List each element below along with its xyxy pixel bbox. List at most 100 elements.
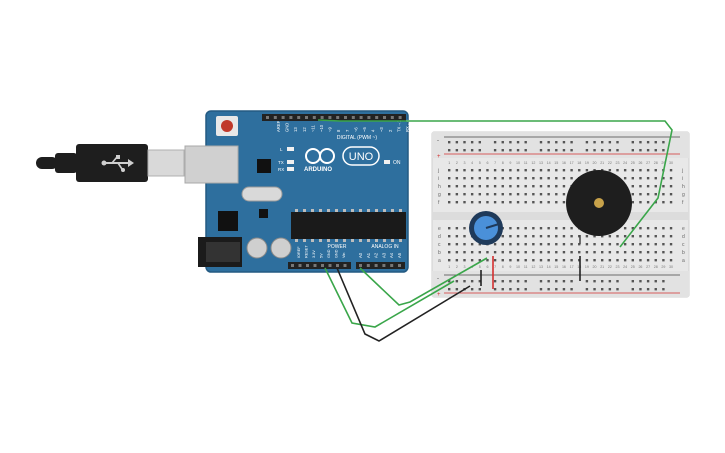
column-number: 6 [486,161,488,165]
header-hole [336,264,339,267]
rail-hole [562,141,566,144]
row-letter: b [438,250,441,256]
terminal-hole [463,201,466,204]
column-number: 21 [600,265,604,269]
terminal-hole [547,169,550,172]
column-number: 20 [593,161,597,165]
header-hole [305,116,308,119]
terminal-hole [478,243,481,246]
header-hole [367,116,371,119]
terminal-hole [631,193,634,196]
terminal-hole [646,251,650,254]
ic-pin [327,209,330,212]
analog-pin-label: A3 [381,252,386,258]
wire-green-5v-to-rail[interactable] [324,267,455,328]
terminal-hole [669,193,673,196]
terminal-hole [486,177,489,180]
terminal-hole [608,169,612,172]
rail-hole [562,288,566,291]
rail-hole [639,280,642,283]
digital-pin-header[interactable] [262,114,406,121]
terminal-hole [570,259,573,262]
usb-controller-chip [257,159,271,173]
usb-cable[interactable] [36,144,185,182]
capacitor-2 [270,237,292,259]
terminal-hole [562,193,566,196]
terminal-hole [486,169,489,172]
terminal-hole [555,185,558,188]
column-number: 11 [524,161,528,165]
terminal-hole [448,177,451,180]
terminal-hole [669,259,673,262]
terminal-hole [470,193,474,196]
rail-hole [646,280,650,283]
terminal-hole [639,227,642,230]
header-hole [398,264,401,267]
terminal-hole [631,177,634,180]
header-hole [382,264,386,267]
terminal-hole [486,259,489,262]
reset-button[interactable] [221,120,233,132]
small-smd-chip [259,209,268,218]
terminal-hole [547,201,550,204]
rail-hole [470,280,474,283]
usb-cable-strain-relief [36,157,58,169]
column-number: 12 [531,265,535,269]
column-number: 6 [486,265,488,269]
terminal-hole [455,235,459,238]
terminal-hole [601,251,604,254]
rail-hole [562,280,566,283]
atmega-chip [291,212,406,239]
terminal-hole [662,227,665,230]
terminal-hole [585,251,589,254]
terminal-hole [654,235,657,238]
column-number: 27 [646,161,650,165]
ic-pin [375,239,378,242]
piezo-buzzer[interactable] [566,170,632,236]
digital-pin-label: GND [285,123,290,132]
terminal-hole [455,193,459,196]
header-hole [328,116,332,119]
row-letter: j [681,168,683,174]
wire-green-digital-to-buzzer[interactable] [317,119,673,248]
column-number: 19 [585,161,589,165]
power-pin-label: GND [327,249,331,258]
terminal-hole [524,227,527,230]
terminal-hole [639,251,642,254]
rail-hole [585,149,589,152]
terminal-hole [562,227,566,230]
terminal-hole [555,227,558,230]
terminal-hole [662,259,665,262]
terminal-hole [608,243,612,246]
rail-hole [509,288,512,291]
terminal-hole [623,169,627,172]
terminal-hole [516,243,520,246]
terminal-hole [547,177,550,180]
power-pin-label: RESET [305,245,309,258]
analog-pin-header[interactable] [356,262,405,269]
rail-hole [646,149,650,152]
wire-green-a0-to-pot[interactable] [359,257,488,306]
on-led-label: ON [393,160,401,166]
power-pin-header[interactable] [288,262,351,269]
terminal-hole [654,251,657,254]
terminal-hole [448,251,451,254]
terminal-hole [616,251,619,254]
terminal-hole [509,259,512,262]
terminal-hole [547,185,550,188]
wire-black-gnd-to-rail[interactable] [336,267,471,342]
potentiometer[interactable] [469,211,503,245]
arduino-board[interactable]: ARDUINO UNO ON L TX RX DIGITAL (PWM ~) A… [184,110,410,273]
terminal-hole [593,251,596,254]
terminal-hole [585,235,589,238]
terminal-hole [585,243,589,246]
rail-hole [601,141,604,144]
terminal-hole [501,259,504,262]
terminal-hole [646,201,650,204]
analog-pin-label: A0 [358,252,363,258]
header-hole [359,116,363,119]
rail-hole [654,288,657,291]
ic-pin [335,209,338,212]
